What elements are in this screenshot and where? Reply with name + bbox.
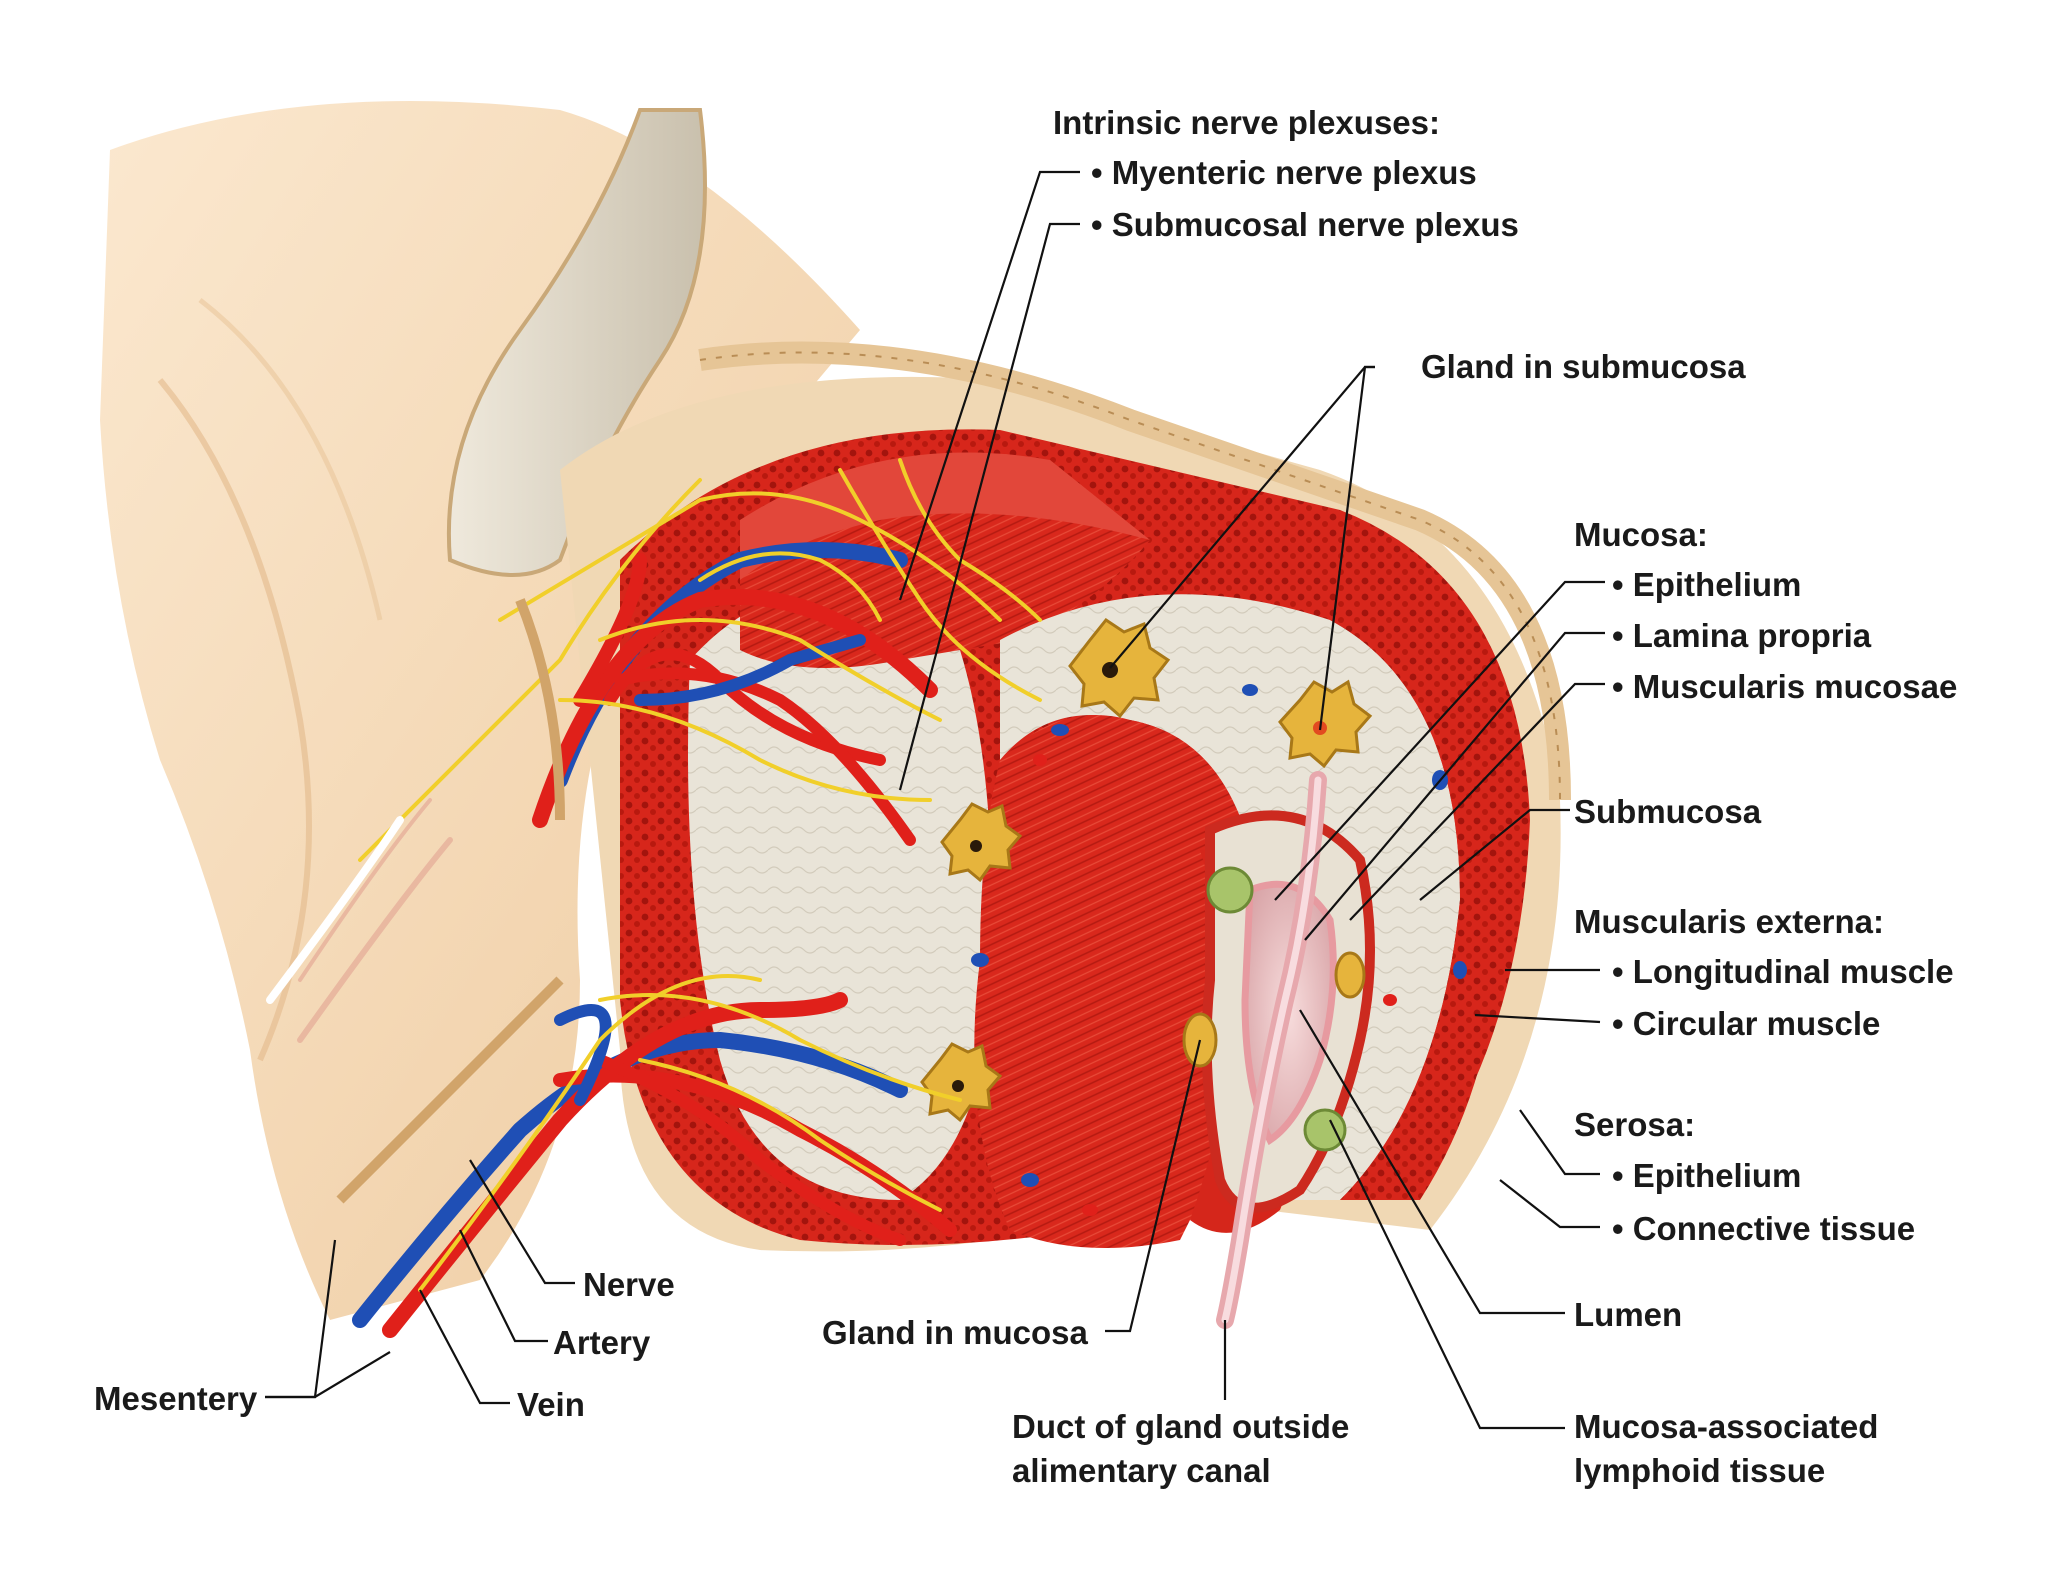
mucosa-cylinder [974,715,1260,1248]
lymphoid-nodule-1 [1206,866,1254,914]
muscularis-mucosae-label: • Muscularis mucosae [1612,668,1958,705]
mesentery-fold [157,378,312,1062]
connective-tissue-label: • Connective tissue [1612,1210,1916,1247]
gland-mucosa-2 [1334,951,1366,999]
nerve-label: Nerve [583,1266,675,1303]
longitudinal-muscle-label: • Longitudinal muscle [1612,953,1954,990]
mesentery-border [336,976,564,1204]
circular-muscle-right [1330,590,1501,1200]
mesentery-label: Mesentery [94,1380,258,1417]
gland-left-1 [940,802,1023,883]
malt-label-line2: lymphoid tissue [1574,1452,1826,1489]
gland-mucosa-label: Gland in mucosa [822,1314,1088,1351]
mesentery-sheet [100,101,860,1320]
duct-core [1221,776,1322,1324]
lymphoid-nodule-2 [1303,1108,1347,1152]
serosa-flap [446,108,707,577]
lumen-label: Lumen [1574,1296,1683,1333]
mucosa-heading: Mucosa: [1574,516,1708,553]
myenteric-plexus-label: • Myenteric nerve plexus [1091,154,1477,191]
submucosal-plexus-label: • Submucosal nerve plexus [1091,206,1519,243]
circular-muscle-top [740,452,1150,580]
lamina-propria-label: • Lamina propria [1612,617,1872,654]
vein-label: Vein [517,1386,585,1423]
mucosa-epithelium-label: • Epithelium [1612,566,1802,603]
leader-lines [265,170,1605,1430]
duct-label-line2: alimentary canal [1012,1452,1271,1489]
circular-muscle-label: • Circular muscle [1612,1005,1881,1042]
malt-label-line1: Mucosa-associated [1574,1408,1879,1445]
mesentery-fold-2 [198,298,383,621]
serosa-band [698,341,1571,801]
artery-label: Artery [553,1324,651,1361]
nerve-plexuses-heading: Intrinsic nerve plexuses: [1053,104,1440,141]
serosa-heading: Serosa: [1574,1106,1696,1143]
muscularis-externa-heading: Muscularis externa: [1574,903,1884,940]
serosa-epithelium-label: • Epithelium [1612,1157,1802,1194]
gland-submucosa-1 [1068,617,1171,719]
duct-label-line1: Duct of gland outside [1012,1408,1350,1445]
gland-left-2 [920,1042,1003,1123]
gland-submucosa-label: Gland in submucosa [1421,348,1746,385]
nerves [266,458,1042,1292]
mesentery-border-2 [515,598,565,821]
submucosa-label: Submucosa [1574,793,1762,830]
